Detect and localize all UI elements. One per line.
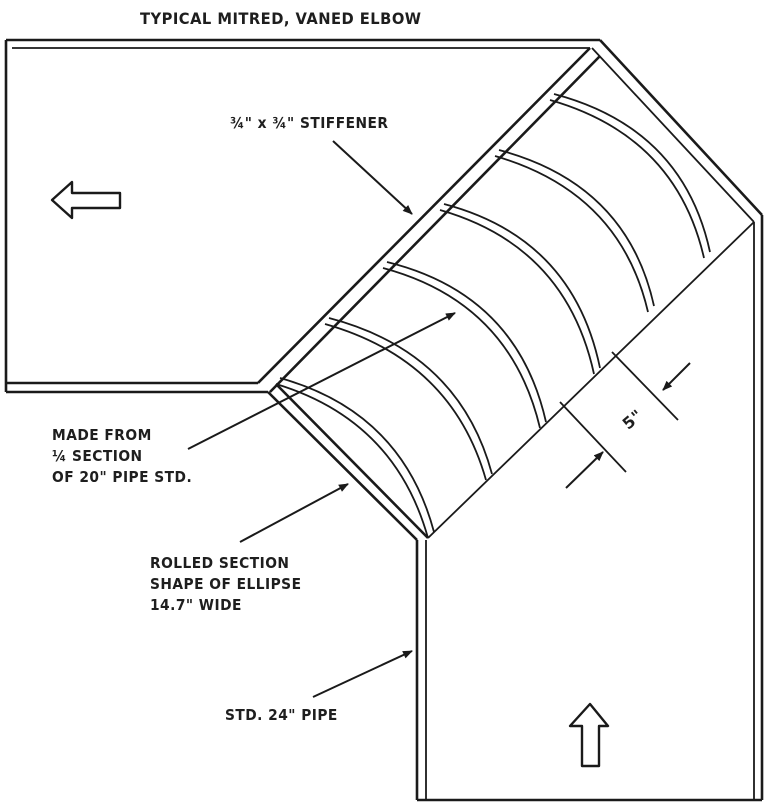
leader-lines (187, 140, 456, 698)
stiffener-label: ¾" x ¾" STIFFENER (230, 114, 389, 132)
diagram-title: TYPICAL MITRED, VANED ELBOW (140, 9, 422, 28)
flow-arrow-left-icon (50, 180, 122, 220)
rolled-section-label: ROLLED SECTION SHAPE OF ELLIPSE 14.7" WI… (150, 554, 302, 614)
turning-vanes (275, 93, 711, 539)
spacing-dimension (559, 351, 691, 489)
outlet-duct (4, 38, 600, 394)
vane-section (257, 47, 755, 541)
flow-arrow-up-icon (568, 702, 610, 768)
inlet-duct (415, 215, 764, 802)
made-from-label: MADE FROM ¼ SECTION OF 20" PIPE STD. (52, 426, 193, 486)
std-pipe-label: STD. 24" PIPE (225, 706, 338, 724)
outer-corner-wall (591, 39, 763, 223)
